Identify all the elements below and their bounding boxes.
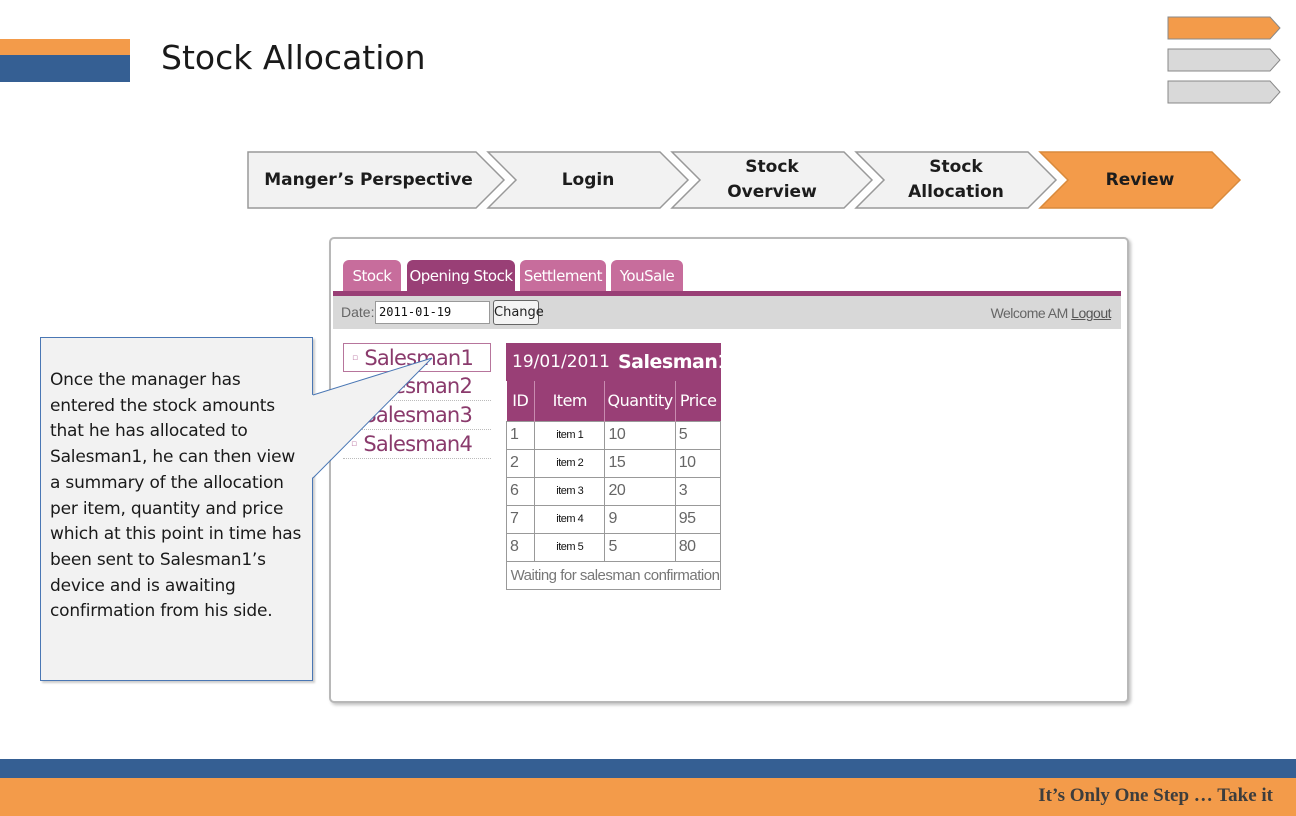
callout-text: Once the manager has entered the stock a…: [50, 370, 302, 622]
step-mangers-perspective[interactable]: Manger’s Perspective: [246, 150, 506, 210]
nav-arrow-3-icon[interactable]: [1167, 80, 1281, 104]
cell-price: 80: [674, 532, 722, 562]
step-review[interactable]: Review: [1038, 150, 1242, 210]
salesman-item[interactable]: ▫ Salesman1: [343, 343, 491, 372]
allocation-grid: 19/01/2011 Salesman1 ID Item Quantity Pr…: [505, 343, 731, 590]
step-label: Manger’s Perspective: [264, 169, 473, 190]
cell-quantity: 15: [604, 448, 676, 478]
step-label: Login: [561, 169, 615, 190]
cell-price: 10: [674, 448, 722, 478]
step-stock-overview[interactable]: Stock Overview: [670, 150, 874, 210]
cell-id: 2: [505, 448, 536, 478]
page-title: Stock Allocation: [161, 38, 426, 77]
cell-item: item 2: [534, 448, 606, 478]
allocation-table: ID Item Quantity Price 1 item 1 10 5 2 i…: [505, 381, 722, 590]
footer-orange-bar: [0, 778, 1296, 816]
bullet-icon: ▫: [351, 410, 357, 420]
cell-price: 5: [674, 420, 722, 450]
table-row: 8 item 5 5 80: [505, 532, 722, 562]
cell-price: 95: [674, 504, 722, 534]
salesman-name: Salesman1: [364, 345, 474, 370]
nav-arrows: [1167, 16, 1281, 112]
table-row: 1 item 1 10 5: [505, 420, 722, 450]
header-blue-bar: [0, 55, 130, 82]
date-label: Date:: [341, 304, 375, 320]
tab-strip: [333, 291, 1121, 296]
cell-item: item 4: [534, 504, 606, 534]
step-label: Review: [1105, 169, 1175, 190]
allocation-date: 19/01/2011: [512, 352, 610, 372]
cell-quantity: 20: [604, 476, 676, 506]
process-steps: Manger’s Perspective Login Stock Overvie…: [246, 150, 1246, 212]
cell-item: item 3: [534, 476, 606, 506]
cell-id: 7: [505, 504, 536, 534]
cell-quantity: 5: [604, 532, 676, 562]
table-row: 7 item 4 9 95: [505, 504, 722, 534]
tab-yousale[interactable]: YouSale: [611, 260, 683, 292]
cell-id: 8: [505, 532, 536, 562]
step-stock-allocation[interactable]: Stock Allocation: [854, 150, 1058, 210]
column-header: Price: [674, 381, 721, 421]
salesman-name: Salesman4: [363, 432, 473, 456]
cell-id: 6: [505, 476, 536, 506]
footer-tagline: It’s Only One Step … Take it: [1038, 785, 1273, 806]
change-button[interactable]: Change: [493, 300, 544, 325]
nav-arrow-1-icon[interactable]: [1167, 16, 1281, 40]
salesman-list: ▫ Salesman1 ▫ Salesman2 ▫ Salesman3 ▫ Salesm…: [343, 343, 491, 483]
cell-item: item 5: [534, 532, 606, 562]
salesman-name: Salesman3: [363, 403, 473, 427]
step-login[interactable]: Login: [486, 150, 690, 210]
callout-box: [40, 337, 313, 681]
salesman-item[interactable]: ▫ Salesman2: [343, 372, 491, 401]
tab-settlement[interactable]: Settlement: [520, 260, 606, 292]
table-row: 2 item 2 15 10: [505, 448, 722, 478]
welcome-text: Welcome AM: [990, 305, 1069, 321]
nav-arrow-2-icon[interactable]: [1167, 48, 1281, 72]
cell-id: 1: [505, 420, 536, 450]
cell-quantity: 10: [604, 420, 676, 450]
table-row: 6 item 3 20 3: [505, 476, 722, 506]
logout-link[interactable]: Logout: [1071, 305, 1111, 321]
app-window: Stock Opening Stock Settlement YouSale D…: [329, 237, 1129, 703]
salesman-name: Salesman2: [363, 374, 473, 398]
column-header: Quantity: [604, 381, 676, 421]
allocation-header: 19/01/2011 Salesman1: [506, 343, 731, 381]
confirmation-status: Waiting for salesman confirmation: [506, 560, 721, 590]
welcome-area: Welcome AM Logout: [990, 305, 1112, 321]
cell-price: 3: [674, 476, 722, 506]
column-header: ID: [506, 381, 535, 421]
footer-blue-bar: [0, 759, 1296, 778]
bullet-icon: ▫: [351, 381, 357, 391]
tab-stock[interactable]: Stock: [343, 260, 401, 292]
allocation-salesman: Salesman1: [617, 351, 731, 373]
toolbar: Date: 2011-01-19 Change Welcome AM Logou…: [333, 296, 1121, 329]
step-label: Stock Overview: [727, 157, 817, 202]
bullet-icon: ▫: [352, 352, 358, 363]
cell-item: item 1: [534, 420, 606, 450]
status-row: Waiting for salesman confirmation: [506, 560, 721, 590]
table-header-row: ID Item Quantity Price: [506, 381, 721, 421]
bullet-icon: ▫: [351, 439, 357, 449]
salesman-item[interactable]: ▫ Salesman3: [343, 401, 491, 430]
date-input[interactable]: 2011-01-19: [375, 301, 490, 324]
header-orange-bar: [0, 39, 130, 55]
salesman-item[interactable]: ▫ Salesman4: [343, 430, 491, 459]
tab-opening-stock[interactable]: Opening Stock: [407, 260, 515, 292]
column-header: Item: [534, 381, 605, 421]
step-label: Stock Allocation: [908, 157, 1004, 202]
cell-quantity: 9: [604, 504, 676, 534]
